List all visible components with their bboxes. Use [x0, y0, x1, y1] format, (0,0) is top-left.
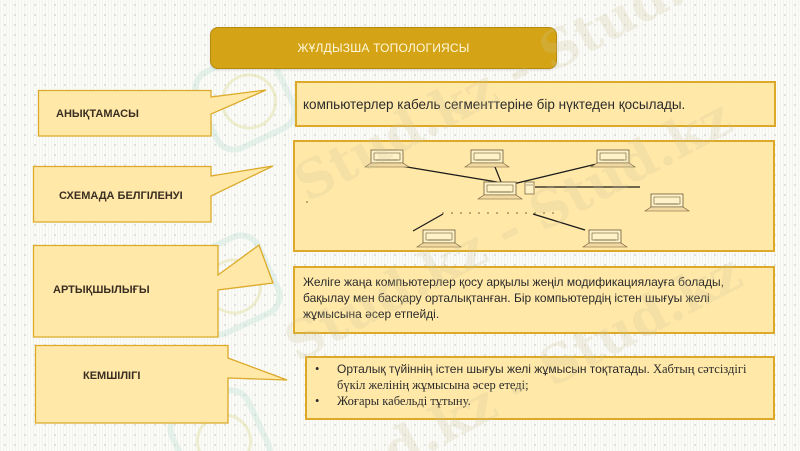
star-topology-diagram — [293, 140, 775, 252]
callout-advantages: АРТЫҚШЫЛЫҒЫ — [32, 243, 283, 340]
callout-shape — [32, 165, 274, 223]
cable-line — [532, 213, 586, 231]
callout-definition-label: АНЫҚТАМАСЫ — [56, 108, 139, 120]
advantages-box: Желіге жаңа компьютерлер қосу арқылы жең… — [293, 266, 775, 334]
callout-definition: АНЫҚТАМАСЫ — [37, 89, 278, 140]
computer-icon — [644, 193, 690, 212]
disadvantage-item: • Орталық түйіннің істен шығуы желі жұмы… — [315, 361, 765, 393]
callout-shape — [37, 89, 267, 137]
computer-icon — [464, 149, 510, 168]
bullet-icon: • — [315, 394, 320, 408]
callout-disadvantages: КЕМШІЛІГІ — [34, 344, 295, 425]
cable-line — [394, 164, 498, 183]
slide-title: ЖҰЛДЫЗША ТОПОЛОГИЯСЫ — [210, 27, 557, 69]
disadvantage-lead: Орталық түйіннің істен шығуы желі жұмысы… — [337, 362, 650, 376]
disadvantage-text: Жоғары кабельді тұтыну. — [337, 394, 471, 408]
definition-text: компьютерлер кабель сегменттеріне бір нү… — [303, 96, 686, 112]
callout-shape — [34, 344, 288, 424]
computer-icon — [416, 229, 462, 248]
network-diagram — [306, 149, 690, 248]
hub-dots — [442, 212, 554, 214]
computer-icon — [590, 149, 636, 168]
callout-disadvantages-label: КЕМШІЛІГІ — [83, 370, 141, 382]
bullet-icon: • — [315, 362, 320, 376]
slide-title-text: ЖҰЛДЫЗША ТОПОЛОГИЯСЫ — [297, 41, 470, 55]
definition-box: компьютерлер кабель сегменттеріне бір нү… — [295, 81, 776, 127]
computer-icon — [582, 229, 628, 248]
computer-icon — [364, 149, 410, 168]
callout-schema-label: СХЕМАДА БЕЛГІЛЕНУІ — [59, 190, 183, 202]
cable-line — [412, 213, 444, 232]
advantages-text: Желіге жаңа компьютерлер қосу арқылы жең… — [303, 275, 724, 321]
disadvantages-box: • Орталық түйіннің істен шығуы желі жұмы… — [305, 356, 775, 420]
disadvantage-item: • Жоғары кабельді тұтыну. — [315, 393, 765, 409]
hub-icon — [477, 181, 523, 200]
callout-schema: СХЕМАДА БЕЛГІЛЕНУІ — [32, 165, 283, 226]
cable-line — [512, 161, 606, 185]
callout-advantages-label: АРТЫҚШЫЛЫҒЫ — [53, 284, 150, 296]
callout-shape — [32, 243, 274, 338]
hub-unit-icon — [524, 181, 535, 195]
disadvantage-text: Хабтың сәтсіздігі бүкіл желінің жұмысына… — [337, 362, 747, 392]
